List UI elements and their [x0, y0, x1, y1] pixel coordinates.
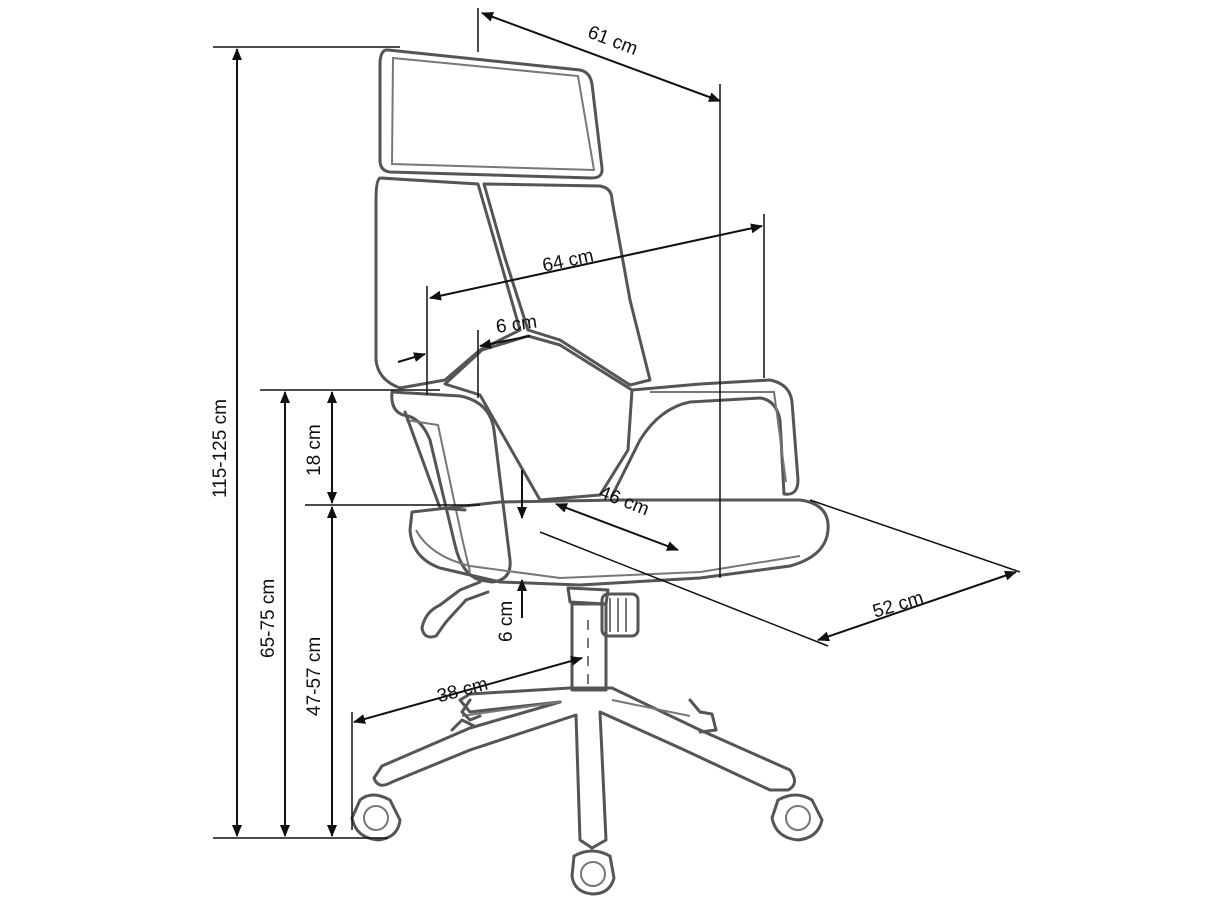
dim-base-radius-line — [353, 656, 583, 724]
label-arm-6cm: 6 cm — [495, 311, 539, 338]
label-seat-width: 52 cm — [870, 587, 926, 622]
backrest-lower — [443, 334, 634, 502]
dimension-lines — [213, 8, 1021, 839]
label-seat-thickness: 6 cm — [496, 601, 517, 642]
label-seat-height: 47-57 cm — [304, 637, 325, 716]
label-64cm: 64 cm — [541, 245, 596, 276]
dimension-labels: 61 cm 64 cm 6 cm 115-125 cm 65-75 cm 18 … — [210, 22, 926, 716]
backrest-left — [374, 176, 522, 390]
dim-61cm-line — [481, 12, 721, 102]
label-arm-above-seat: 18 cm — [304, 424, 325, 476]
seat-cushion — [408, 498, 830, 587]
dim-seat-depth-line — [555, 503, 679, 551]
dim-arm-6cm-line — [397, 352, 426, 363]
label-total-height: 115-125 cm — [210, 399, 231, 498]
label-seat-depth: 46 cm — [596, 482, 652, 520]
armrest-right — [610, 378, 800, 498]
star-base — [372, 686, 796, 850]
caster-left — [350, 793, 402, 842]
label-arm-height: 65-75 cm — [258, 579, 279, 658]
height-lever — [420, 580, 490, 639]
dim-64cm-line — [429, 223, 763, 301]
caster-front — [570, 849, 616, 896]
caster-right — [770, 793, 824, 842]
tilt-knob — [600, 592, 640, 638]
chair-outline — [350, 48, 830, 896]
backrest-right — [482, 182, 652, 387]
dim-seat-width-line — [817, 570, 1017, 642]
headrest — [378, 48, 604, 180]
